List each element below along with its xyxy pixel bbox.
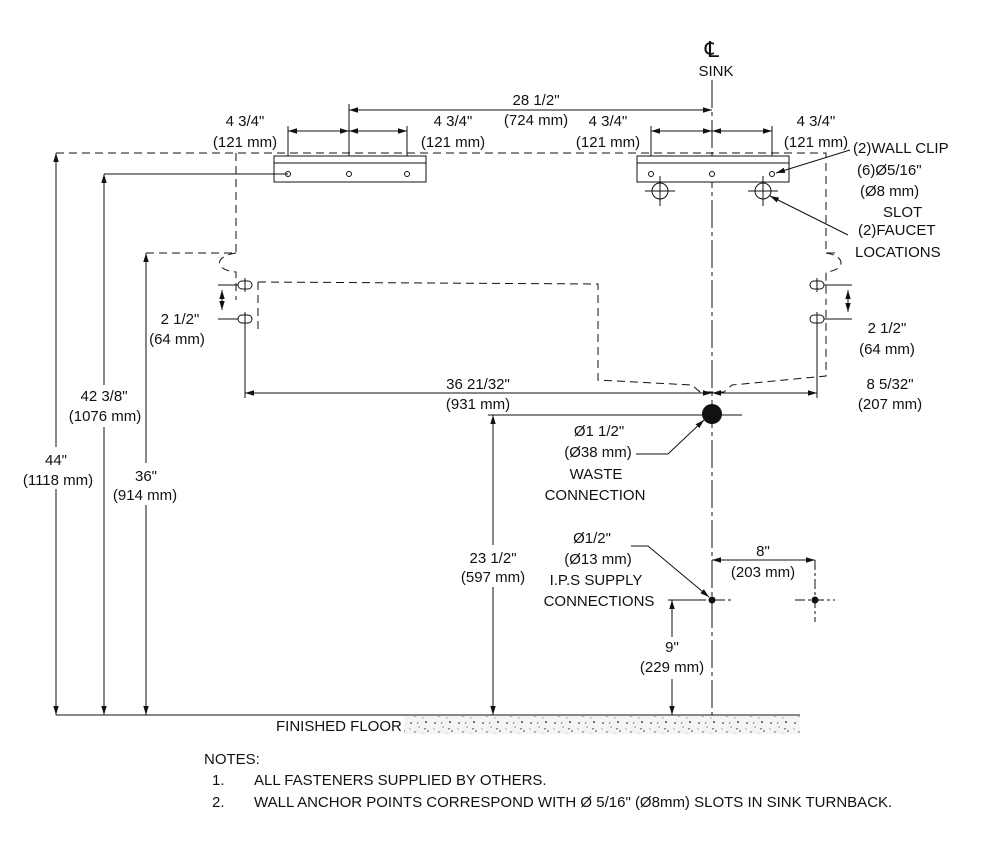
slot-mm: (Ø8 mm) — [860, 183, 919, 200]
sink-right-notch — [825, 252, 842, 300]
sink-top-outline — [56, 152, 838, 254]
h44-dim: 44" — [45, 452, 67, 469]
anchor-span-dim-mm: (931 mm) — [446, 396, 510, 413]
right-offset-dim-mm: (207 mm) — [858, 396, 922, 413]
sink-left-outline — [146, 153, 237, 254]
waste-connection-marker — [702, 404, 722, 424]
supply-label-1: I.P.S SUPPLY — [550, 572, 643, 589]
centerline-symbol: ℄ — [704, 37, 720, 62]
dim-b: 4 3/4" — [434, 113, 473, 130]
supply-height-dim: 9" — [665, 639, 679, 656]
floor-label: FINISHED FLOOR — [276, 718, 402, 735]
dim-overall: 28 1/2" — [512, 92, 559, 109]
waste-label-2: CONNECTION — [545, 487, 646, 504]
slot-label: SLOT — [883, 204, 922, 221]
wall-clip-leader — [775, 149, 851, 174]
left-slot-dim-mm: (64 mm) — [149, 331, 205, 348]
supply-mm: (Ø13 mm) — [564, 551, 632, 568]
supply-offset-dim-mm: (203 mm) — [731, 564, 795, 581]
centerline-label: SINK — [698, 63, 733, 80]
dim-d-mm: (121 mm) — [784, 134, 848, 151]
dim-c-mm: (121 mm) — [576, 134, 640, 151]
notes-title: NOTES: — [204, 751, 260, 768]
supply-label-2: CONNECTIONS — [544, 593, 655, 610]
supply-height-dim-mm: (229 mm) — [640, 659, 704, 676]
supply-leader — [631, 545, 710, 598]
faucet-location-right — [748, 176, 778, 206]
note-1-text: ALL FASTENERS SUPPLIED BY OTHERS. — [254, 772, 547, 789]
anchor-span-dim: 36 21/32" — [446, 376, 510, 393]
h42-dim-mm: (1076 mm) — [69, 408, 142, 425]
h36-dim-mm: (914 mm) — [113, 487, 177, 504]
dim-a: 4 3/4" — [226, 113, 265, 130]
supply-offset-dim: 8" — [756, 543, 770, 560]
left-anchor-slots — [237, 278, 253, 326]
wall-clip-label: (2)WALL CLIP — [853, 140, 949, 157]
faucet-label-1: (2)FAUCET — [858, 222, 936, 239]
left-slot-dim: 2 1/2" — [161, 311, 200, 328]
right-wall-clip — [636, 155, 790, 183]
faucet-label-2: LOCATIONS — [855, 244, 941, 261]
dim-b-mm: (121 mm) — [421, 134, 485, 151]
faucet-leader — [769, 195, 849, 236]
floor-hatch — [404, 716, 800, 734]
h23-dim: 23 1/2" — [469, 550, 516, 567]
waste-mm: (Ø38 mm) — [564, 444, 632, 461]
note-1-num: 1. — [212, 772, 225, 789]
faucet-location-left — [645, 176, 675, 206]
dim-overall-mm: (724 mm) — [504, 112, 568, 129]
sink-left-notch — [219, 252, 237, 300]
h42-dim: 42 3/8" — [80, 388, 127, 405]
sink-bowl-outline — [257, 281, 827, 393]
waste-label-1: WASTE — [570, 466, 623, 483]
waste-leader — [636, 419, 705, 455]
slot-size: (6)Ø5/16" — [857, 162, 922, 179]
h36-dim: 36" — [135, 468, 157, 485]
right-slot-dim-mm: (64 mm) — [859, 341, 915, 358]
dim-c: 4 3/4" — [589, 113, 628, 130]
h23-dim-mm: (597 mm) — [461, 569, 525, 586]
right-offset-dim: 8 5/32" — [866, 376, 913, 393]
left-wall-clip — [273, 155, 427, 183]
right-anchor-slots — [809, 278, 825, 326]
note-2-text: WALL ANCHOR POINTS CORRESPOND WITH Ø 5/1… — [254, 794, 892, 811]
dim-a-mm: (121 mm) — [213, 134, 277, 151]
note-2-num: 2. — [212, 794, 225, 811]
right-slot-dim: 2 1/2" — [868, 320, 907, 337]
h44-dim-mm: (1118 mm) — [23, 472, 93, 489]
supply-size: Ø1/2" — [573, 530, 611, 547]
waste-size: Ø1 1/2" — [574, 423, 624, 440]
dim-d: 4 3/4" — [797, 113, 836, 130]
